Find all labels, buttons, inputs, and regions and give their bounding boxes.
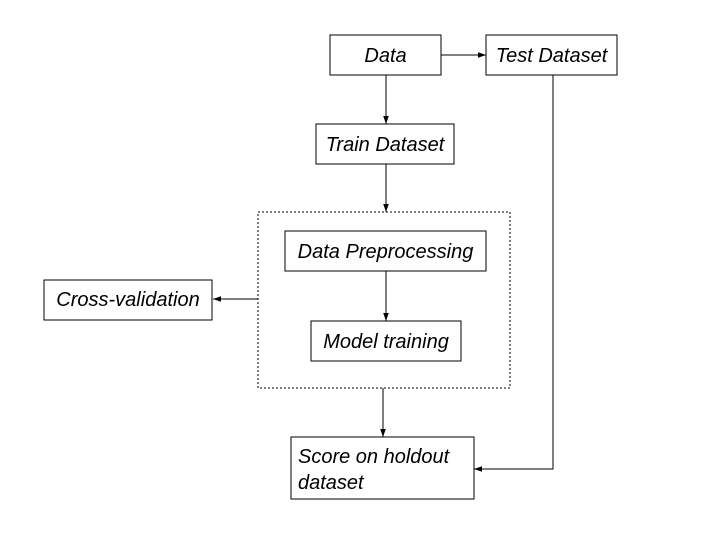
node-model-training-label: Model training (323, 331, 449, 353)
node-data[interactable]: Data (329, 34, 442, 76)
node-score-label-line1: Score on holdout (298, 446, 451, 468)
node-model-training[interactable]: Model training (310, 320, 462, 362)
node-train-dataset[interactable]: Train Dataset (315, 123, 455, 165)
node-data-label: Data (364, 45, 406, 67)
edge-test-dataset-to-score (474, 75, 554, 472)
node-train-dataset-label: Train Dataset (326, 134, 446, 156)
node-cross-validation-label: Cross-validation (56, 289, 199, 311)
diagram-edges (213, 52, 554, 472)
node-data-preprocessing-label: Data Preprocessing (298, 241, 474, 263)
node-score-label-line2: dataset (298, 472, 365, 494)
node-test-dataset-label: Test Dataset (496, 45, 609, 67)
node-test-dataset[interactable]: Test Dataset (485, 34, 618, 76)
node-cross-validation[interactable]: Cross-validation (43, 279, 213, 321)
training-region (257, 211, 511, 389)
node-data-preprocessing[interactable]: Data Preprocessing (284, 230, 487, 272)
node-score-on-holdout-dataset[interactable]: Score on holdout dataset (290, 436, 475, 500)
